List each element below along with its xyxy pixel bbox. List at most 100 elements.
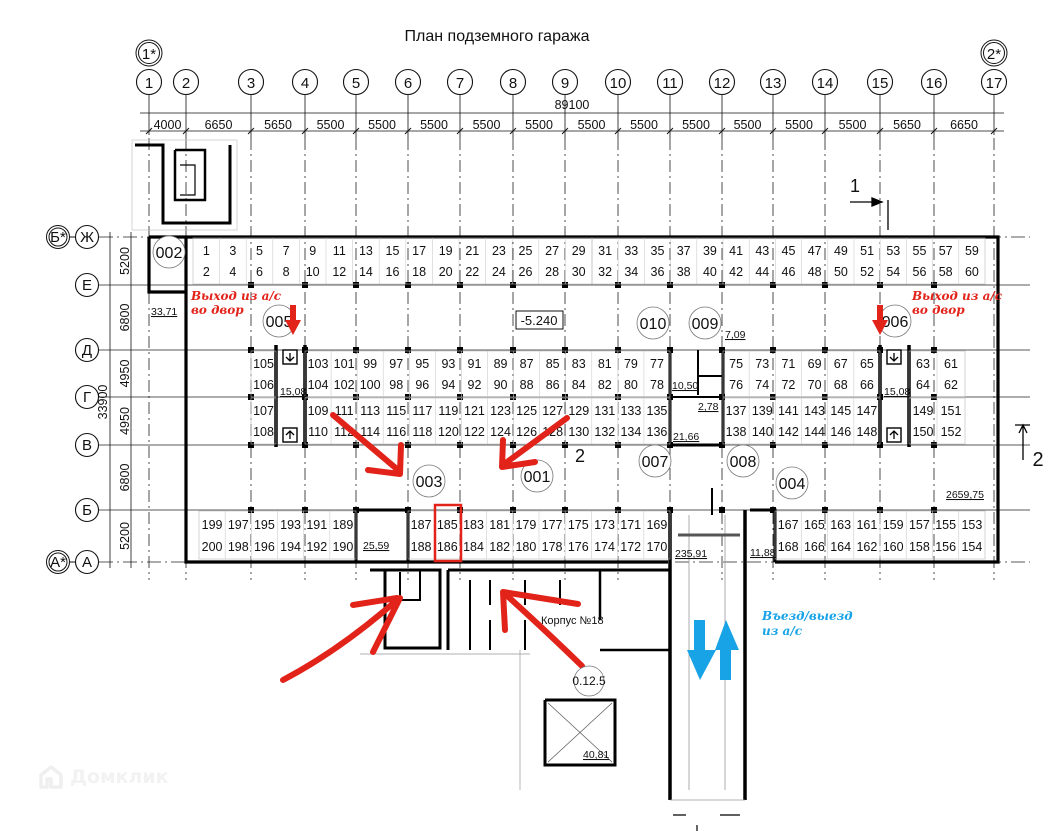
column-pillar <box>615 347 621 353</box>
stall-number: 59 <box>965 244 979 258</box>
stall-number: 21 <box>465 244 479 258</box>
room-bubble-003 <box>412 464 446 498</box>
axis-bubble-Д <box>74 337 100 363</box>
stall-number: 31 <box>598 244 612 258</box>
axis-bubble-1 <box>135 68 163 96</box>
stall-number: 116 <box>386 425 406 439</box>
stall-number: 171 <box>620 518 641 532</box>
dim-tick <box>614 127 622 135</box>
column-pillar <box>562 347 568 353</box>
stall-number: 199 <box>202 518 223 532</box>
stall-number: 158 <box>909 540 930 554</box>
stall-number: 174 <box>594 540 615 554</box>
stall-number: 15 <box>386 244 400 258</box>
wall <box>149 235 1000 564</box>
stall-number: 37 <box>677 244 691 258</box>
stall-number: 25 <box>519 244 533 258</box>
dim-tick <box>145 127 153 135</box>
stall-number: 167 <box>778 518 799 532</box>
stall-number: 111 <box>335 404 354 418</box>
stall-number: 58 <box>939 265 953 279</box>
axis-label-Ж: Ж <box>80 229 94 246</box>
axis-bubble-extra-inner <box>138 42 160 64</box>
axis-bubble-3 <box>237 68 265 96</box>
stall-number: 149 <box>913 404 934 418</box>
column-pillar <box>405 442 411 448</box>
stall-number: 46 <box>782 265 796 279</box>
stall-number: 44 <box>755 265 769 279</box>
axis-label-14: 14 <box>817 75 834 92</box>
stall-number: 196 <box>254 540 275 554</box>
ramp-label-2: из а/с <box>762 624 803 638</box>
exit-left-label-2: во двор <box>191 303 244 317</box>
room-id-002: 002 <box>156 245 183 262</box>
column-pillar <box>931 442 937 448</box>
column-pillar <box>248 442 254 448</box>
dim-span: 5650 <box>893 118 921 132</box>
axis-label-Б*: Б* <box>50 229 66 246</box>
stall-number: 86 <box>546 378 560 392</box>
stall-number: 77 <box>650 357 664 371</box>
axis-label-1: 1 <box>145 75 153 92</box>
stall-number: 197 <box>228 518 249 532</box>
arrow-up-icon <box>889 430 899 439</box>
stall-number: 14 <box>359 265 373 279</box>
stair-detail <box>180 164 196 196</box>
stall-number: 85 <box>546 357 560 371</box>
exit-right-label-1: Выход из а/с <box>911 289 1003 303</box>
axis-bubble-10 <box>604 68 632 96</box>
dim-row-span: 4950 <box>118 407 132 435</box>
room-bubble-008 <box>726 444 760 478</box>
axis-bubble-Б <box>74 497 100 523</box>
stall-number: 133 <box>620 404 641 418</box>
stall-number: 92 <box>468 378 482 392</box>
stall-number: 97 <box>389 357 403 371</box>
stall-number: 109 <box>308 404 329 418</box>
walls <box>131 139 1000 831</box>
stall-number: 68 <box>834 378 848 392</box>
dim-span: 5500 <box>420 118 448 132</box>
column-pillar <box>353 282 359 288</box>
stall-number: 160 <box>883 540 904 554</box>
ramp-label-1: Въезд/выезд <box>761 609 853 623</box>
stall-number: 137 <box>726 404 747 418</box>
axis-bubble-А <box>74 549 100 575</box>
stall-number: 36 <box>651 265 665 279</box>
stall-number: 40 <box>703 265 717 279</box>
stall-number: 141 <box>778 404 799 418</box>
stall-number: 184 <box>463 540 484 554</box>
dim-span: 5500 <box>630 118 658 132</box>
stall-number: 88 <box>520 378 534 392</box>
room-id-006: 006 <box>882 314 909 331</box>
section-1-arrow-icon <box>850 197 889 230</box>
stall-number: 162 <box>856 540 877 554</box>
column-pillar <box>353 507 359 513</box>
stall-number: 81 <box>598 357 612 371</box>
stall-number: 120 <box>438 425 459 439</box>
stall-number: 180 <box>515 540 536 554</box>
dim-tick <box>666 127 674 135</box>
section-1-label: 1 <box>850 176 860 196</box>
domclick-watermark: Домклик <box>38 764 169 790</box>
axis-bubble-Ж <box>74 224 100 250</box>
stall-number: 173 <box>594 518 615 532</box>
stall-number: 4 <box>229 265 236 279</box>
column-pillar <box>770 282 776 288</box>
stall-number: 43 <box>755 244 769 258</box>
stall-number: 70 <box>808 378 822 392</box>
stall-number: 191 <box>306 518 327 532</box>
room-id-008: 008 <box>730 454 757 471</box>
stall-number: 48 <box>808 265 822 279</box>
dim-span: 5500 <box>734 118 762 132</box>
exit-arrow-icon <box>872 305 888 335</box>
stall-number: 182 <box>489 540 510 554</box>
column-pillar <box>248 507 254 513</box>
stall-number: 69 <box>808 357 822 371</box>
stall-mid-left-frame <box>250 350 277 398</box>
column-pillar <box>615 507 621 513</box>
stall-number: 83 <box>572 357 586 371</box>
stall-number: 57 <box>939 244 953 258</box>
column-pillar <box>931 507 937 513</box>
column-pillar <box>405 282 411 288</box>
